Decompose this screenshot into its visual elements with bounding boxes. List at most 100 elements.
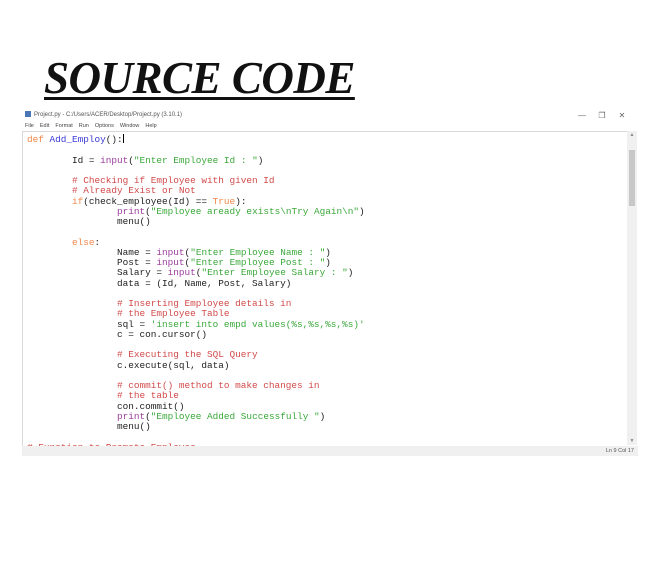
python-file-icon (25, 111, 31, 117)
menu-bar: File Edit Format Run Options Window Help (22, 122, 160, 130)
code-line: Post = input("Enter Employee Post : ") (27, 257, 365, 268)
minimize-button[interactable]: — (578, 111, 586, 120)
code-line: def Add_Employ(): (27, 134, 365, 145)
code-line: sql = 'insert into empd values(%s,%s,%s,… (27, 318, 365, 330)
menu-help[interactable]: Help (145, 123, 157, 129)
code-line: # the table (27, 391, 365, 401)
idle-editor-window: Project.py - C:/Users/ACER/Desktop/Proje… (22, 110, 638, 457)
code-token: ( (145, 205, 151, 217)
code-token: ( (145, 410, 151, 422)
code-line: Name = input("Enter Employee Name : ") (27, 246, 365, 258)
comment-token: # Already Exist or Not (27, 185, 196, 197)
code-token: ) (257, 154, 264, 166)
menu-options[interactable]: Options (94, 123, 114, 129)
string-token: "Employee aready exists\nTry Again\n" (150, 205, 359, 217)
string-token: "Enter Employee Name : " (190, 246, 326, 258)
code-token: (): (105, 134, 123, 145)
keyword-token: if (27, 195, 84, 207)
builtin-token: input (100, 154, 129, 166)
code-line: menu() (27, 421, 365, 432)
code-token: ( (184, 257, 191, 268)
code-token: ): (235, 195, 247, 207)
cursor-position: Ln 9 Col 17 (605, 448, 634, 454)
keyword-token: else (27, 236, 95, 248)
window-controls: — ❐ ✕ (572, 110, 632, 121)
comment-token: # the table (27, 390, 179, 402)
status-bar: Ln 9 Col 17 (22, 446, 638, 456)
code-line: print("Employee aready exists\nTry Again… (27, 205, 365, 217)
code-token: : (94, 236, 101, 248)
code-token: ) (347, 267, 354, 279)
code-token: ( (184, 246, 191, 258)
code-line: # Executing the SQL Query (27, 350, 365, 360)
menu-format[interactable]: Format (55, 123, 73, 129)
title-bar: Project.py - C:/Users/ACER/Desktop/Proje… (22, 110, 638, 121)
comment-token: # Function to Promote Employee (27, 441, 196, 447)
code-line: # commit() method to make changes in (27, 380, 365, 391)
comment-token: # Executing the SQL Query (27, 349, 258, 361)
builtin-token: print (117, 205, 146, 217)
menu-run[interactable]: Run (78, 123, 89, 129)
comment-token: # commit() method to make changes in (27, 380, 320, 391)
code-line: con.commit() (27, 400, 365, 412)
menu-edit[interactable]: Edit (39, 123, 50, 129)
code-line: print("Employee Added Successfully ") (27, 410, 365, 422)
code-token: ) (319, 410, 326, 422)
code-token: c.execute(sql, data) (27, 359, 230, 371)
keyword-token: True (212, 195, 236, 207)
code-line: # Checking if Employee with given Id (27, 175, 365, 186)
window-title: Project.py - C:/Users/ACER/Desktop/Proje… (34, 112, 183, 118)
code-token: sql = (27, 318, 151, 330)
code-token: ( (128, 154, 134, 166)
code-line: Id = input("Enter Employee Id : ") (27, 154, 365, 166)
string-token: "Enter Employee Id : " (133, 154, 258, 166)
code-token: menu() (27, 421, 151, 432)
code-token: data = (Id, Name, Post, Salary) (27, 277, 292, 289)
code-token: ) (325, 257, 331, 268)
builtin-token: print (117, 410, 146, 422)
code-token: ( (195, 267, 202, 279)
code-line: # the Employee Table (27, 309, 365, 319)
text-cursor (122, 134, 124, 143)
builtin-token: input (156, 246, 185, 258)
scroll-down-arrow-icon[interactable]: ▼ (629, 438, 635, 444)
scrollbar-thumb[interactable] (629, 150, 635, 206)
code-line: c.execute(sql, data) (27, 359, 365, 371)
string-token: "Enter Employee Post : " (190, 257, 326, 268)
code-line: menu() (27, 216, 365, 227)
page-heading: SOURCE CODE (44, 53, 355, 103)
menu-window[interactable]: Window (119, 123, 140, 129)
builtin-token: input (167, 267, 196, 279)
comment-token: # the Employee Table (27, 308, 230, 320)
code-editor[interactable]: def Add_Employ(): Id = input("Enter Empl… (22, 131, 627, 447)
code-token: ) (325, 246, 331, 258)
scroll-up-arrow-icon[interactable]: ▲ (629, 132, 635, 138)
code-text[interactable]: def Add_Employ(): Id = input("Enter Empl… (27, 134, 365, 447)
code-line: if(check_employee(Id) == True): (27, 195, 365, 207)
vertical-scrollbar[interactable]: ▲ ▼ (627, 131, 637, 445)
code-token: Id = (27, 154, 101, 166)
code-line: c = con.cursor() (27, 328, 365, 340)
code-token: con.commit() (27, 400, 185, 412)
function-name-token: Add_Employ (49, 134, 106, 145)
code-token: Name = (27, 246, 157, 258)
code-line: # Inserting Employee details in (27, 298, 365, 309)
code-token: Post = (27, 257, 157, 268)
code-token: Salary = (27, 267, 168, 279)
code-line: data = (Id, Name, Post, Salary) (27, 277, 365, 289)
close-button[interactable]: ✕ (618, 111, 626, 120)
code-line: # Already Exist or Not (27, 186, 365, 196)
string-token: "Enter Employee Salary : " (201, 267, 348, 279)
comment-token: # Inserting Employee details in (27, 298, 292, 309)
string-token: "Employee Added Successfully " (150, 410, 320, 422)
string-token: 'insert into empd values(%s,%s,%s,%s)' (150, 318, 365, 330)
comment-token: # Checking if Employee with given Id (27, 175, 275, 186)
builtin-token: input (156, 257, 185, 268)
code-line: Salary = input("Enter Employee Salary : … (27, 268, 365, 278)
keyword-token: def (27, 134, 50, 145)
code-token: (check_employee(Id) == (83, 195, 213, 207)
code-token: menu() (27, 216, 151, 227)
code-token: c = con.cursor() (27, 328, 208, 340)
restore-button[interactable]: ❐ (598, 111, 606, 120)
menu-file[interactable]: File (25, 123, 34, 129)
